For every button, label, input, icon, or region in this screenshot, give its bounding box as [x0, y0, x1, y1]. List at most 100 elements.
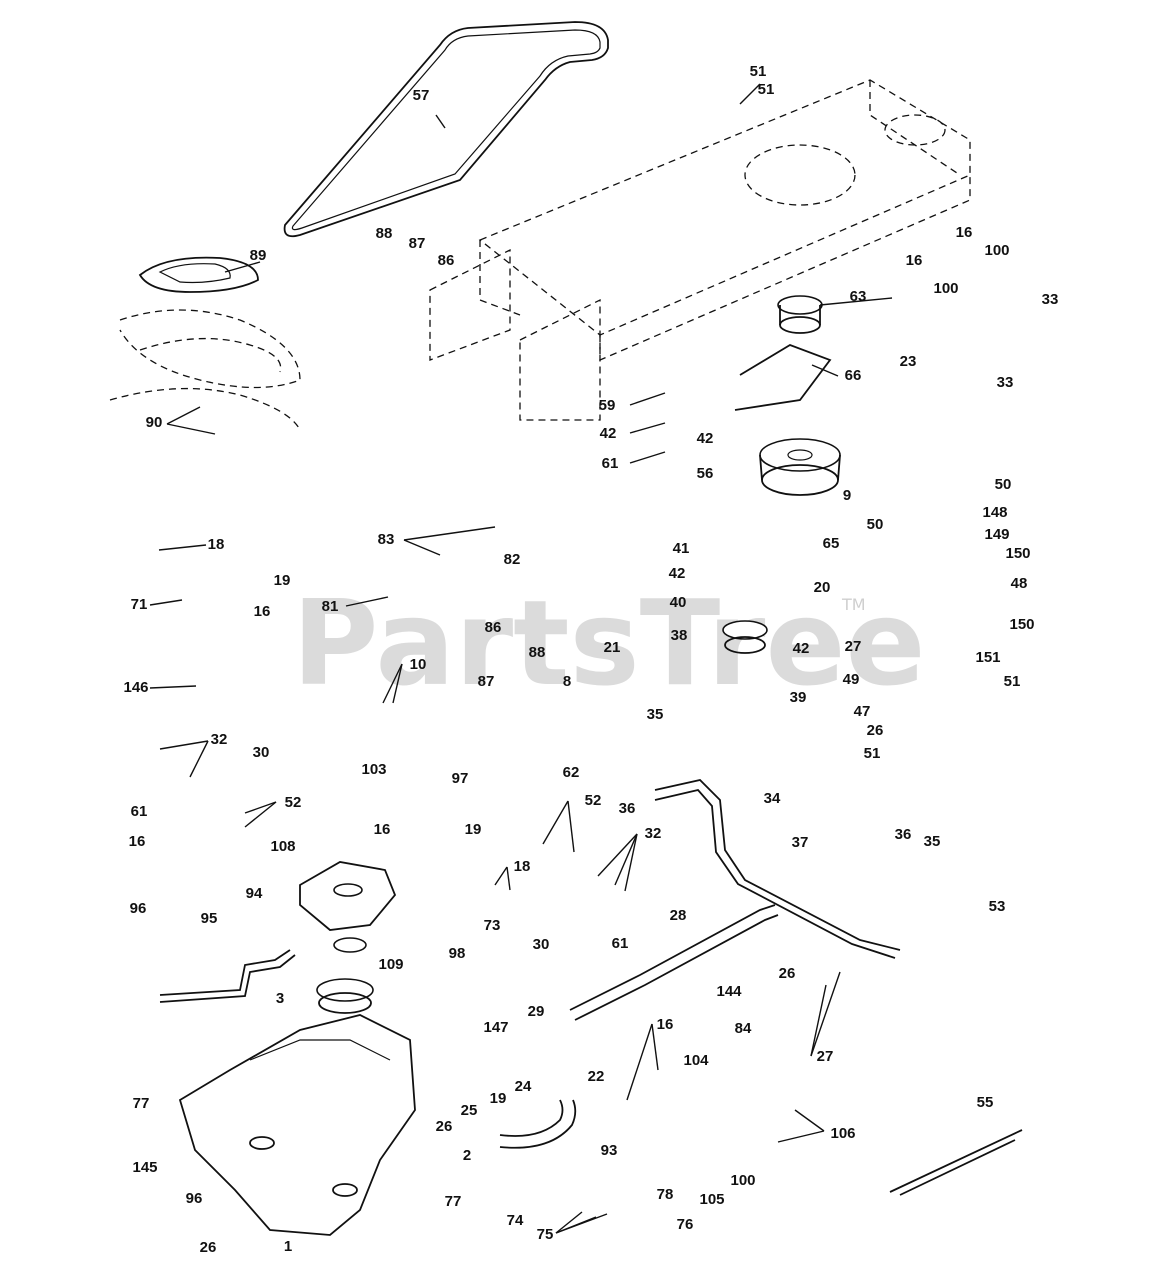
callout-147: 147 [483, 1019, 508, 1036]
callout-93: 93 [601, 1142, 618, 1159]
callout-28: 28 [670, 907, 687, 924]
bracket-66 [734, 344, 832, 411]
callout-53: 53 [989, 898, 1006, 915]
callout-77: 77 [445, 1193, 462, 1210]
callout-65: 65 [823, 535, 840, 552]
rod-95 [159, 949, 296, 1003]
callout-27: 27 [845, 638, 862, 655]
fan-94 [299, 861, 397, 953]
callout-150: 150 [1009, 616, 1034, 633]
callout-78: 78 [657, 1186, 674, 1203]
callout-48: 48 [1011, 575, 1028, 592]
callout-50: 50 [995, 476, 1012, 493]
callout-148: 148 [982, 504, 1007, 521]
callout-39: 39 [790, 689, 807, 706]
callout-26: 26 [200, 1239, 217, 1256]
callout-106: 106 [830, 1125, 855, 1142]
clutch-9 [759, 438, 841, 496]
pulley-63 [777, 295, 823, 334]
callout-10: 10 [410, 656, 427, 673]
callout-22: 22 [588, 1068, 605, 1085]
callout-26: 26 [436, 1118, 453, 1135]
callout-84: 84 [735, 1020, 752, 1037]
callout-71: 71 [131, 596, 148, 613]
callout-96: 96 [130, 900, 147, 917]
callout-108: 108 [270, 838, 295, 855]
callout-87: 87 [409, 235, 426, 252]
callout-66: 66 [845, 367, 862, 384]
pulley-38 [722, 620, 768, 654]
callout-98: 98 [449, 945, 466, 962]
callout-33: 33 [997, 374, 1014, 391]
callout-150: 150 [1005, 545, 1030, 562]
callout-146: 146 [123, 679, 148, 696]
callout-104: 104 [683, 1052, 709, 1069]
callout-145: 145 [132, 1159, 157, 1176]
callout-30: 30 [253, 744, 270, 761]
callout-1: 1 [284, 1238, 292, 1255]
callout-50: 50 [867, 516, 884, 533]
callout-83: 83 [378, 531, 395, 548]
callout-26: 26 [867, 722, 884, 739]
callout-109: 109 [378, 956, 403, 973]
callout-51: 51 [1004, 673, 1021, 690]
callout-75: 75 [537, 1226, 554, 1243]
callout-40: 40 [670, 594, 687, 611]
spring-55 [889, 1129, 1023, 1196]
callout-149: 149 [984, 526, 1009, 543]
callout-38: 38 [671, 627, 688, 644]
callout-81: 81 [322, 598, 339, 615]
callout-8: 8 [563, 673, 571, 690]
callout-61: 61 [612, 935, 629, 952]
callout-16: 16 [906, 252, 923, 269]
callout-42: 42 [697, 430, 714, 447]
callout-61: 61 [131, 803, 148, 820]
callout-56: 56 [697, 465, 714, 482]
callout-105: 105 [699, 1191, 724, 1208]
callout-32: 32 [645, 825, 662, 842]
callout-41: 41 [673, 540, 690, 557]
callout-36: 36 [619, 800, 636, 817]
callout-19: 19 [465, 821, 482, 838]
callout-9: 9 [843, 487, 851, 504]
callout-16: 16 [254, 603, 271, 620]
callout-55: 55 [977, 1094, 994, 1111]
shift-rod-34 [654, 779, 901, 959]
callout-35: 35 [924, 833, 941, 850]
callout-82: 82 [504, 551, 521, 568]
callout-21: 21 [604, 639, 621, 656]
callout-18: 18 [208, 536, 225, 553]
callout-86: 86 [438, 252, 455, 269]
leader-lines [149, 83, 893, 1234]
callout-30: 30 [533, 936, 550, 953]
callout-42: 42 [793, 640, 810, 657]
callout-100: 100 [984, 242, 1009, 259]
callout-24: 24 [515, 1078, 532, 1095]
callout-16: 16 [956, 224, 973, 241]
callout-51: 51 [864, 745, 881, 762]
callout-89: 89 [250, 247, 267, 264]
callout-35: 35 [647, 706, 664, 723]
callout-88: 88 [529, 644, 546, 661]
callout-151: 151 [975, 649, 1000, 666]
transaxle-1 [178, 1014, 416, 1236]
callout-73: 73 [484, 917, 501, 934]
callout-51: 51 [750, 63, 767, 80]
callout-95: 95 [201, 910, 218, 927]
callout-18: 18 [514, 858, 531, 875]
callout-34: 34 [764, 790, 781, 807]
callout-62: 62 [563, 764, 580, 781]
callout-16: 16 [129, 833, 146, 850]
callout-57: 57 [413, 87, 430, 104]
callout-32: 32 [211, 731, 228, 748]
callout-23: 23 [900, 353, 917, 370]
callout-25: 25 [461, 1102, 478, 1119]
callout-26: 26 [779, 965, 796, 982]
callout-144: 144 [716, 983, 742, 1000]
callout-36: 36 [895, 826, 912, 843]
watermark-trademark: TM [841, 595, 866, 614]
callout-96: 96 [186, 1190, 203, 1207]
